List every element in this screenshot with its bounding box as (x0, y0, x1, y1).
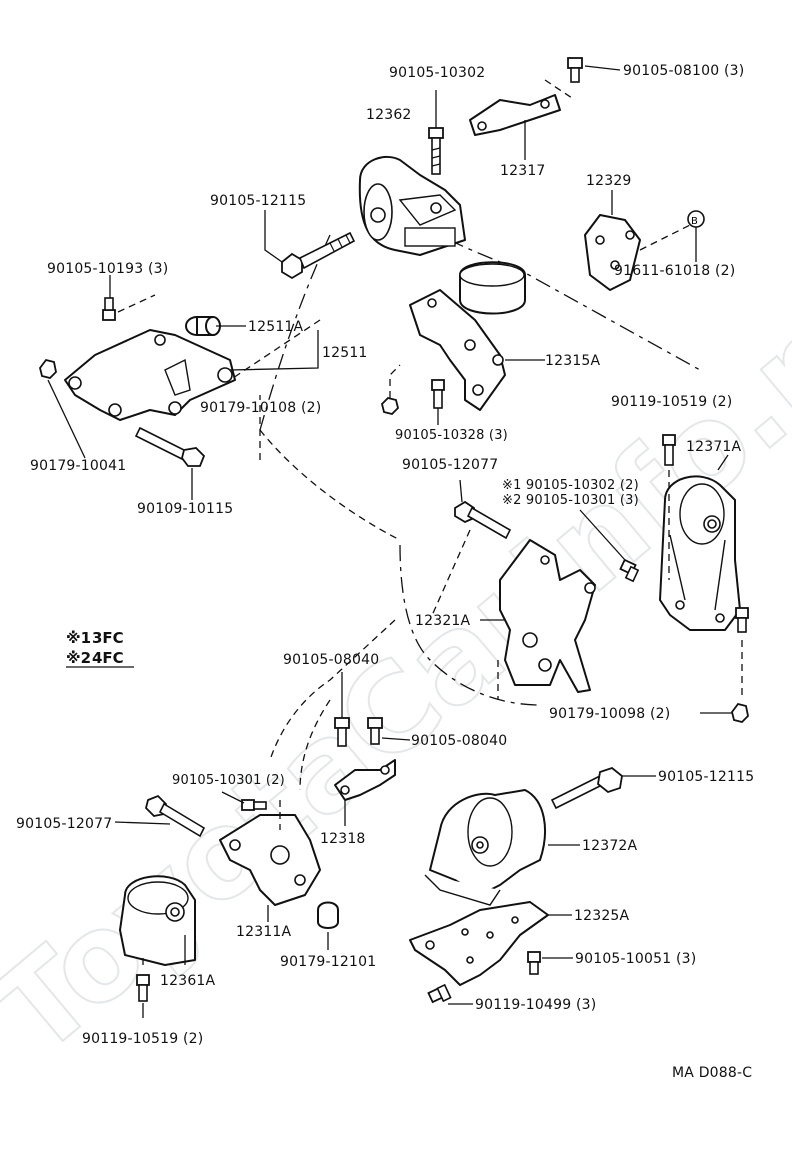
label-12371A: 12371A (686, 439, 742, 455)
label-90119-10499: 90119-10499 (3) (475, 997, 596, 1013)
note-text-1: 3FC (92, 629, 124, 647)
label-12311A: 12311A (236, 924, 292, 940)
label-90105-12077-mid: 90105-12077 (402, 457, 498, 473)
bolt-90105-10193 (102, 275, 156, 321)
bracket-12511 (64, 329, 236, 421)
bolt-90105-10302 (428, 90, 444, 175)
bracket-12321A (480, 539, 596, 700)
note-mark-1: ※1 (66, 629, 91, 647)
label-90105-12115-top: 90105-12115 (210, 193, 306, 209)
bolt-90105-12115-top (264, 210, 356, 280)
label-90179-10108: 90179-10108 (2) (200, 400, 321, 416)
label-90105-10328: 90105-10328 (3) (395, 428, 508, 443)
bushing-12511A (185, 316, 246, 336)
label-90119-10519-bottom: 90119-10519 (2) (82, 1031, 203, 1047)
label-90105-08040-upper: 90105-08040 (283, 652, 379, 668)
bracket-12315A (409, 289, 545, 411)
bolt-90119-10499 (427, 983, 473, 1005)
nut-90179-10108 (381, 364, 401, 415)
label-90105-08100: 90105-08100 (3) (623, 63, 744, 79)
mount-12372A (424, 789, 580, 906)
label-12315A: 12315A (545, 353, 601, 369)
bracket-12325A (409, 901, 572, 986)
bolt-90105-12077-left (114, 794, 206, 838)
label-90105-12115-bottom: 90105-12115 (658, 769, 754, 785)
nut-90179-10041 (39, 358, 86, 459)
label-91611-61018: 91611-61018 (2) (614, 263, 735, 279)
label-90105-10301-left: 90105-10301 (2) (172, 773, 285, 788)
nut-90179-10098 (700, 702, 749, 723)
label-90179-12101: 90179-12101 (280, 954, 376, 970)
mount-12362 (358, 155, 466, 256)
label-12511A: 12511A (248, 319, 304, 335)
labels: 90105-10302 90105-08100 (3) 12362 12317 … (16, 63, 754, 1081)
bolt-90105-10051 (527, 951, 573, 975)
leader-12511 (229, 330, 319, 371)
note-text-2: 4FC (92, 649, 124, 667)
bolt-90105-08100 (567, 57, 621, 83)
drawing-code: MA D088-C (672, 1065, 752, 1081)
bracket-12318 (334, 759, 396, 826)
bracket-12329: B (584, 190, 705, 291)
note-mark-2: ※2 (66, 649, 91, 667)
label-12318: 12318 (320, 831, 366, 847)
label-12361A: 12361A (160, 973, 216, 989)
label-12362: 12362 (366, 107, 412, 123)
nut-90179-12101 (317, 901, 339, 950)
label-12321A: 12321A (415, 613, 471, 629)
bolt-90105-08040-a (334, 672, 350, 747)
bracket-12317 (469, 79, 576, 136)
label-12325A: 12325A (574, 908, 630, 924)
bolt-90105-10328 (431, 379, 445, 425)
bolt-90119-10519-right (662, 434, 676, 580)
mount-12361A (119, 875, 196, 966)
bolt-90109-10115 (134, 426, 206, 500)
bolt-90105-08040-b (367, 717, 411, 745)
bolt-90105-12077-mid (454, 479, 512, 540)
label-star1: ※1 90105-10302 (2) (502, 478, 639, 493)
label-12511: 12511 (322, 345, 368, 361)
bolt-90119-10519-bottom (136, 955, 150, 1018)
label-90179-10041: 90179-10041 (30, 458, 126, 474)
rubber-cylinder (459, 261, 526, 315)
label-12329: 12329 (586, 173, 632, 189)
label-90105-10051: 90105-10051 (3) (575, 951, 696, 967)
label-12317: 12317 (500, 163, 546, 179)
label-star2: ※2 90105-10301 (3) (502, 493, 639, 508)
marker-b: B (691, 216, 698, 227)
label-90105-10302-top: 90105-10302 (389, 65, 485, 81)
label-12372A: 12372A (582, 838, 638, 854)
bolt-90105-12115-bottom (550, 766, 656, 810)
bolt-lower-right (735, 607, 749, 700)
label-90105-10193: 90105-10193 (3) (47, 261, 168, 277)
bracket-12311A (219, 814, 321, 922)
bolt-90105-10301-left (221, 791, 281, 830)
label-90105-12077-left: 90105-12077 (16, 816, 112, 832)
label-90109-10115: 90109-10115 (137, 501, 233, 517)
label-90105-08040-lower: 90105-08040 (411, 733, 507, 749)
bolt-star-mid (579, 509, 640, 583)
mount-12371A (659, 454, 741, 631)
label-90119-10519-right: 90119-10519 (2) (611, 394, 732, 410)
label-90179-10098: 90179-10098 (2) (549, 706, 670, 722)
